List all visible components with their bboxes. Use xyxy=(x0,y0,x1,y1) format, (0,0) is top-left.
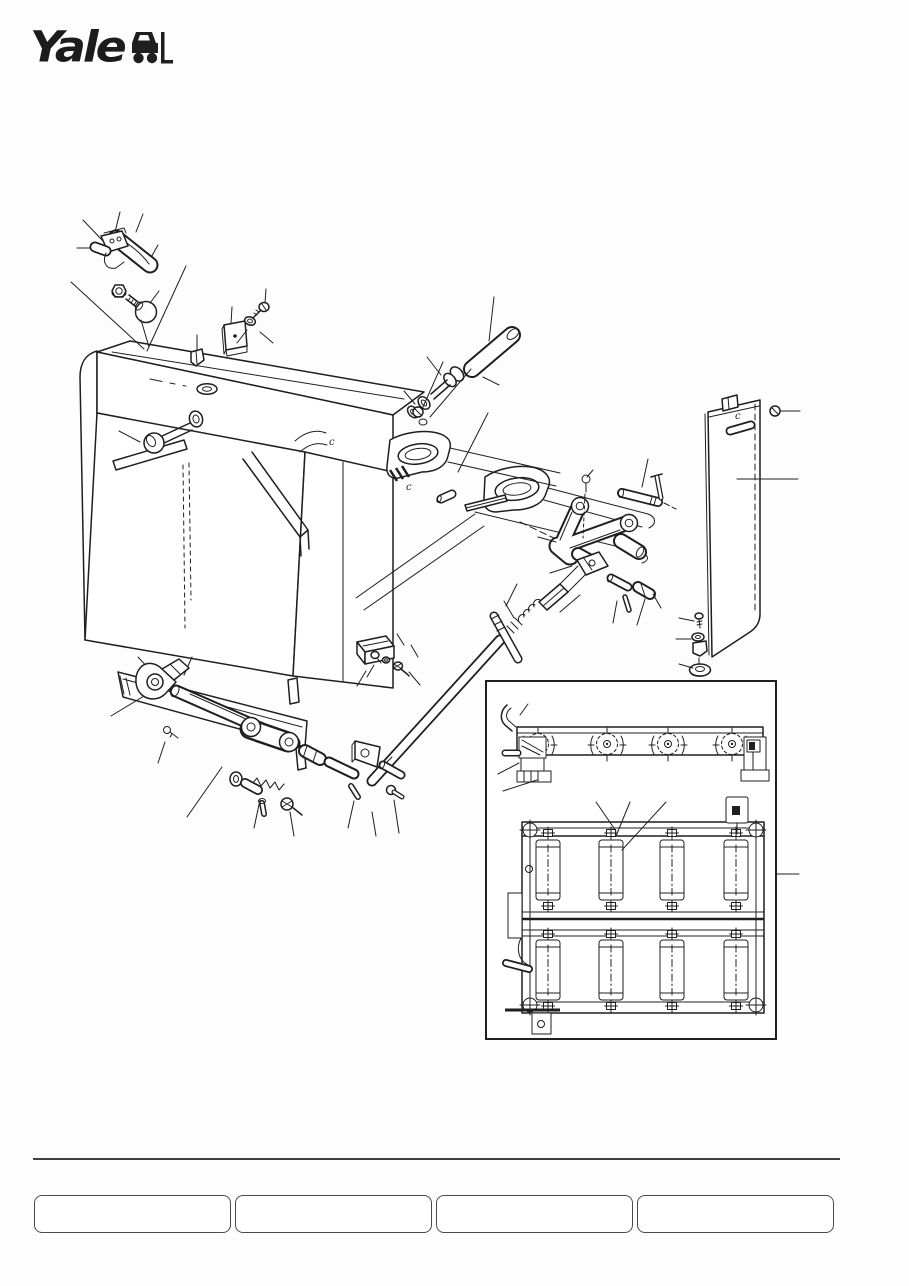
ref-mark-c2: c xyxy=(406,482,412,493)
roller-frame-plan-view xyxy=(502,796,767,1035)
roller-detail-inset xyxy=(485,680,800,1040)
logo-wordmark: Yale xyxy=(30,22,127,72)
side-panel xyxy=(675,394,801,677)
fork-frame xyxy=(355,412,655,611)
brand-logo: Yale xyxy=(30,24,176,70)
tiller-grip-parts xyxy=(403,296,521,426)
ref-mark-c1: c xyxy=(329,437,335,448)
cover-fasteners xyxy=(221,288,274,357)
steering-linkage-cluster xyxy=(110,656,406,837)
lower-bracket-hardware xyxy=(356,633,421,687)
cover-housing xyxy=(79,334,425,771)
footer-box-2 xyxy=(235,1195,432,1233)
axle-top-view xyxy=(497,703,770,792)
pull-rod-assembly xyxy=(366,565,587,787)
footer-divider xyxy=(33,1158,840,1160)
forklift-icon xyxy=(131,32,173,64)
footer-box-3 xyxy=(436,1195,633,1233)
footer-box-4 xyxy=(637,1195,834,1233)
bell-crank-assembly xyxy=(519,458,677,626)
control-handle-assembly xyxy=(70,211,187,352)
ref-mark-c3: c xyxy=(735,411,741,422)
footer-box-1 xyxy=(34,1195,231,1233)
